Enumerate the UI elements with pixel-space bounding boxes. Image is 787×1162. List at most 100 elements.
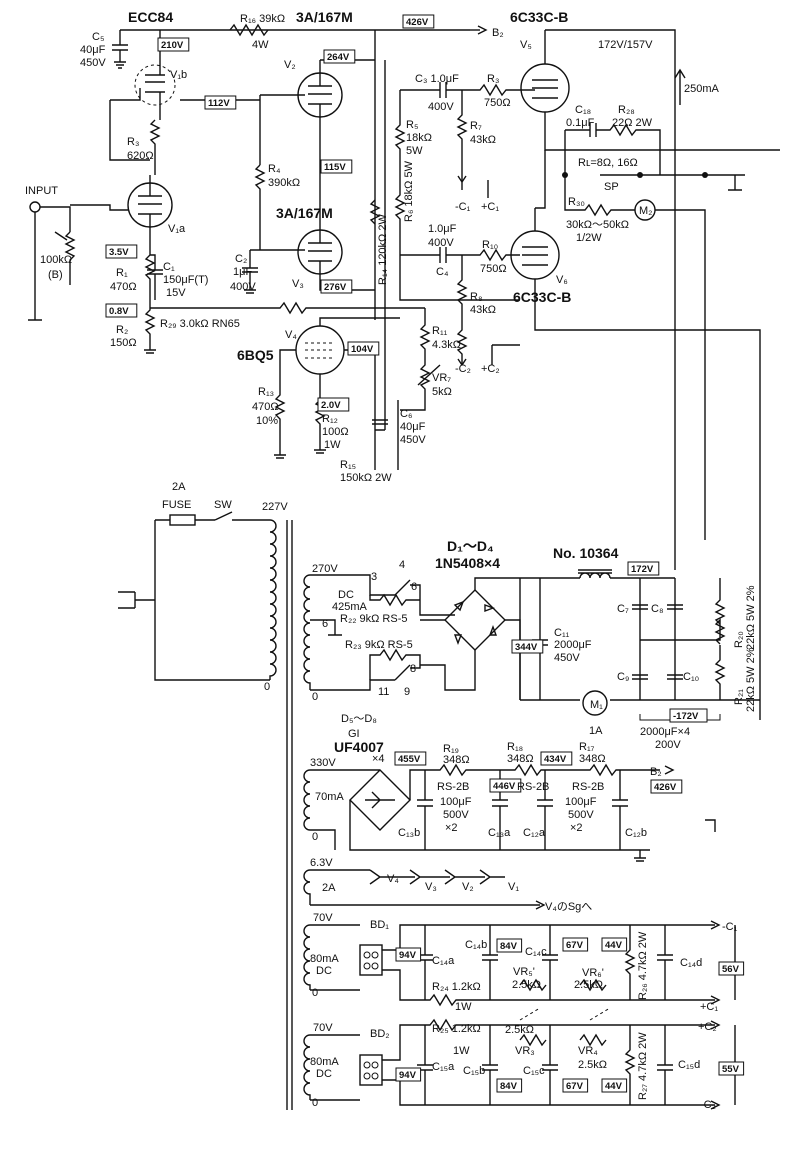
svg-text:276V: 276V xyxy=(324,282,347,293)
c8-label: C₈ xyxy=(651,603,664,615)
r18-t-label: RS-2B xyxy=(517,781,549,793)
svg-text:56V: 56V xyxy=(722,964,740,975)
voltage-tag: 446V xyxy=(489,778,522,793)
r30-val-label: 30kΩ～50kΩ xyxy=(566,219,629,231)
pc1-label: +C₁ xyxy=(481,201,499,213)
svg-text:264V: 264V xyxy=(327,52,350,63)
r14-label: R₁₄ 120kΩ 2W xyxy=(377,214,389,285)
v5-label: V₅ xyxy=(520,39,532,51)
voltage-tag: 84V xyxy=(496,938,523,953)
r13-t-label: 10% xyxy=(256,415,278,427)
v1b-label: V₁b xyxy=(170,69,187,81)
r18-val-label: 348Ω xyxy=(507,753,534,765)
r12-label: R₁₂ xyxy=(322,413,338,425)
r15-val-label: 150kΩ 2W xyxy=(340,472,392,484)
svg-text:94V: 94V xyxy=(399,950,417,961)
v227-label: 227V xyxy=(262,501,288,513)
r5-val-label: 18kΩ xyxy=(406,132,432,144)
svg-text:446V: 446V xyxy=(493,781,516,792)
c11-val-label: 2000μF xyxy=(554,639,592,651)
diodes2-mfr-label: GI xyxy=(348,728,360,740)
v70a-label: 70V xyxy=(313,912,333,924)
r2-label: R₂ xyxy=(116,324,128,336)
voltage-tag: 44V xyxy=(601,1078,628,1093)
r7-label: R₇ xyxy=(470,120,482,132)
r16-w-label: 4W xyxy=(252,39,269,51)
r17-val-label: 348Ω xyxy=(579,753,606,765)
svg-text:67V: 67V xyxy=(566,1081,584,1092)
b2-bot-label: B₂ xyxy=(650,766,662,778)
vr7-label: VR₇ xyxy=(432,372,451,384)
r11-val-label: 4.3kΩ xyxy=(432,339,461,351)
tap0c-label: 0 xyxy=(312,831,318,843)
c12-val-label: 100μF xyxy=(565,796,597,808)
r28-label: R₂₈ xyxy=(618,104,635,116)
voltage-tag: 112V xyxy=(204,95,237,110)
vr6-val-label: 2.5kΩ xyxy=(574,979,603,991)
r25-w-label: 1W xyxy=(453,1045,470,1057)
voltage-tag: 276V xyxy=(320,279,353,294)
c1-v-label: 15V xyxy=(166,287,186,299)
r27-label: R₂₇ 4.7kΩ 2W xyxy=(637,1032,649,1100)
voltage-tag: 56V xyxy=(718,961,745,976)
c2-val-label: 1μF xyxy=(233,266,252,278)
r12-w-label: 1W xyxy=(324,439,341,451)
cbank-v-label: 200V xyxy=(655,739,681,751)
svg-text:112V: 112V xyxy=(208,98,230,109)
cbank-label: 2000μF×4 xyxy=(640,726,690,738)
sw4-label: 4 xyxy=(399,559,405,571)
v5-type-label: 6C33C-B xyxy=(510,9,568,25)
v63-label: 6.3V xyxy=(310,857,333,869)
c14b-label: C₁₄b xyxy=(465,939,487,951)
m1-label: M₁ xyxy=(590,699,603,711)
v1a-label: V₁a xyxy=(168,223,186,235)
r13-val-label: 470Ω xyxy=(252,401,279,413)
voltage-tag: 84V xyxy=(496,1078,523,1093)
diodes1-part-label: 1N5408×4 xyxy=(435,555,500,571)
r8-val-label: 43kΩ xyxy=(470,304,496,316)
c12a-label: C₁₂a xyxy=(523,827,546,839)
sp-label: SP xyxy=(604,181,619,193)
m1-a-label: 1A xyxy=(589,725,603,737)
c1-label: C₁ xyxy=(163,261,175,273)
svg-text:115V: 115V xyxy=(324,162,346,173)
r30-w-label: 1/2W xyxy=(576,232,602,244)
svg-text:67V: 67V xyxy=(566,940,584,951)
tap0d-label: 0 xyxy=(312,987,318,999)
c13a-label: C₁₃a xyxy=(488,827,511,839)
input-label: INPUT xyxy=(25,185,58,197)
h3-label: V₃ xyxy=(425,881,437,893)
tap0e-label: 0 xyxy=(312,1097,318,1109)
c12-v-label: 500V xyxy=(568,809,594,821)
r10-label: R₁₀ xyxy=(482,239,498,251)
sw8-label: 8 xyxy=(410,663,416,675)
sw6-label: 6 xyxy=(411,581,417,593)
r22-label: R₂₂ 9kΩ RS-5 xyxy=(340,613,408,625)
mc2r-label: -C₂ xyxy=(700,1099,716,1111)
vr-in-label: 100kΩ xyxy=(40,254,72,266)
voltage-tag: 344V xyxy=(511,639,544,654)
c9-label: C₉ xyxy=(617,671,629,683)
r19-t-label: RS-2B xyxy=(437,781,469,793)
c5-val-label: 40μF xyxy=(80,44,106,56)
top-right-label: 172V/157V xyxy=(598,39,653,51)
svg-text:84V: 84V xyxy=(500,941,518,952)
h2-label: V₂ xyxy=(462,881,474,893)
fuse-label: FUSE xyxy=(162,499,191,511)
r3b-val-label: 750Ω xyxy=(484,97,511,109)
c6-label: C₆ xyxy=(400,408,412,420)
ma80b-label: 80mA xyxy=(310,1056,339,1068)
vr3-label: VR₃ xyxy=(515,1045,535,1057)
voltage-tag: 94V xyxy=(395,1067,422,1082)
svg-text:2.0V: 2.0V xyxy=(321,400,341,411)
c18-val-label: 0.1μF xyxy=(566,117,595,129)
ma80a-label: 80mA xyxy=(310,953,339,965)
sw-label: SW xyxy=(214,499,232,511)
c6-v-label: 450V xyxy=(400,434,426,446)
r15-label: R₁₅ xyxy=(340,459,356,471)
current-250-label: 250mA xyxy=(684,83,720,95)
c5-label: C₅ xyxy=(92,31,104,43)
voltage-tag: 44V xyxy=(601,937,628,952)
voltage-tag: 115V xyxy=(320,159,353,174)
v6-label: V₆ xyxy=(556,274,568,286)
